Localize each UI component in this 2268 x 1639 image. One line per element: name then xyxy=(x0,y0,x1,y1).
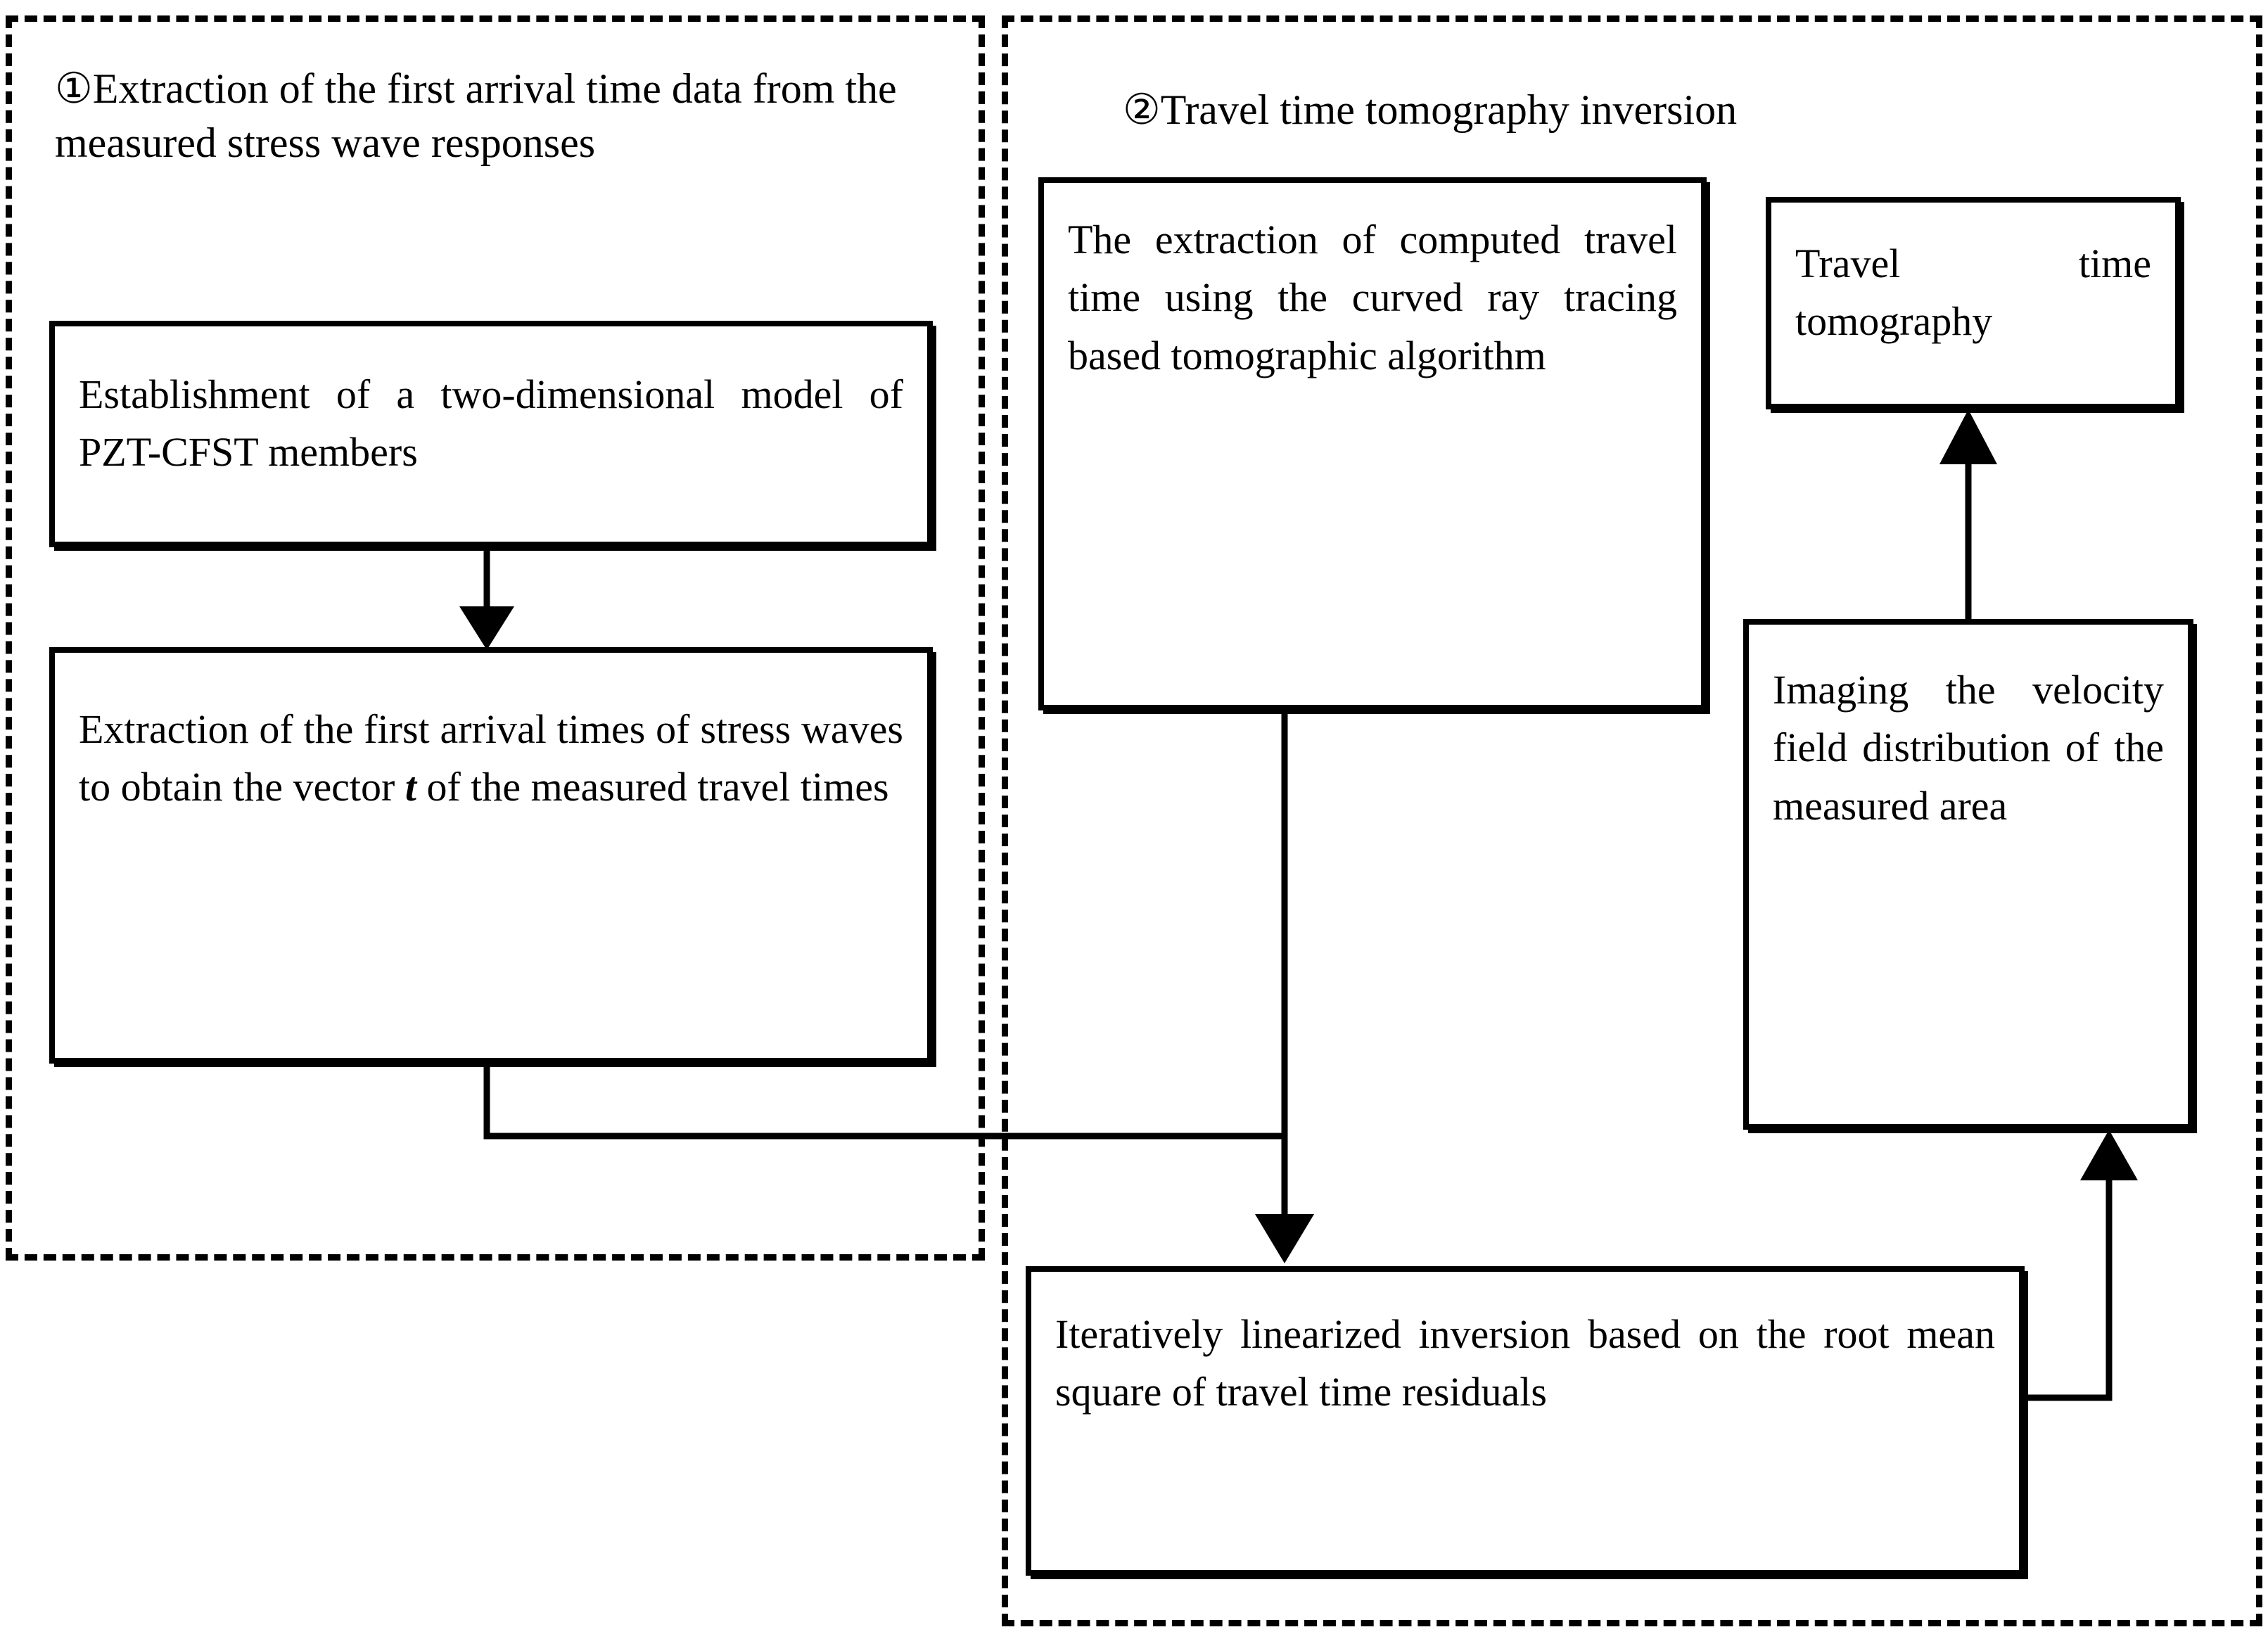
node-model: Establishment of a two-dimensional model… xyxy=(49,321,933,547)
node-compute-label: The extraction of computed travel time u… xyxy=(1068,217,1677,378)
node-extract-text-after: of the measured travel times xyxy=(416,764,889,810)
node-inversion-label: Iteratively linearized inversion based o… xyxy=(1055,1311,1995,1415)
node-compute: The extraction of computed travel time u… xyxy=(1038,177,1707,710)
node-tomography: Travel time tomography xyxy=(1766,197,2181,409)
stage-1-panel xyxy=(6,15,985,1261)
node-extract-text-before: Extraction of the first arrival times of… xyxy=(79,706,903,810)
stage-2-heading: ②Travel time tomography inversion xyxy=(1123,87,1738,133)
node-tomography-label: Travel time tomography xyxy=(1795,241,2151,345)
node-model-label: Establishment of a two-dimensional model… xyxy=(79,371,903,476)
stage-1-heading: ①Extraction of the first arrival time da… xyxy=(55,65,907,166)
stage-2-panel xyxy=(1002,15,2262,1626)
node-inversion: Iteratively linearized inversion based o… xyxy=(1026,1266,2025,1576)
node-extract: Extraction of the first arrival times of… xyxy=(49,647,933,1064)
node-imaging: Imaging the velocity field distribution … xyxy=(1743,619,2193,1130)
vector-symbol: t xyxy=(404,764,416,810)
node-imaging-label: Imaging the velocity field distribution … xyxy=(1773,667,2164,829)
node-extract-label: Extraction of the first arrival times of… xyxy=(55,701,927,817)
